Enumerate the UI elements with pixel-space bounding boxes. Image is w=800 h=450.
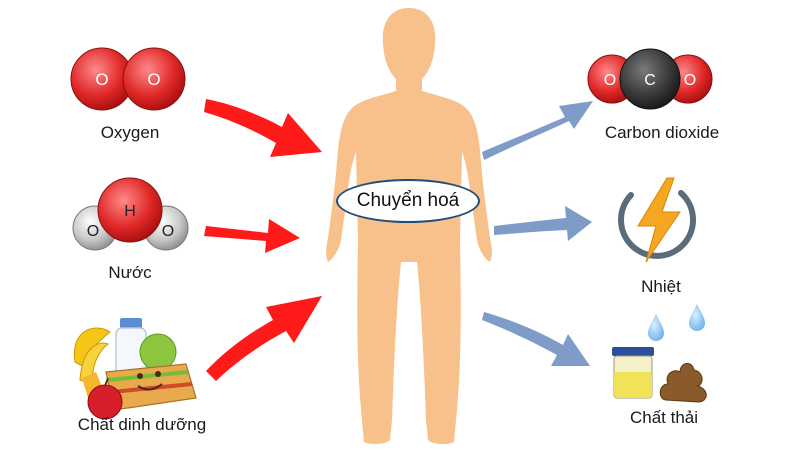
output-arrow-heat (494, 206, 592, 241)
oxygen-atom-label: O (95, 70, 108, 89)
input-label-water: Nước (108, 263, 152, 282)
human-body-silhouette (326, 8, 492, 445)
output-label-co2: Carbon dioxide (604, 123, 720, 142)
output-arrow-co2 (482, 101, 593, 160)
co2-atom-label: O (684, 72, 696, 89)
co2-atom-label: C (644, 72, 656, 89)
oxygen-atom-label: O (147, 70, 160, 89)
oxygen-molecule-icon: O O (70, 47, 186, 111)
output-arrow-waste (482, 312, 590, 366)
output-label-heat: Nhiệt (641, 277, 681, 296)
nutrients-food-icon (73, 318, 197, 420)
water-atom-label: H (124, 203, 136, 220)
input-arrow-water (204, 219, 300, 253)
input-arrow-nutrients (206, 296, 322, 381)
input-label-oxygen: Oxygen (100, 123, 160, 142)
co2-molecule-icon: O C O (587, 48, 713, 110)
water-atom-label: O (87, 223, 99, 240)
co2-atom-label: O (604, 72, 616, 89)
input-arrow-oxygen (204, 99, 322, 157)
input-label-nutrients: Chất dinh dưỡng (77, 415, 207, 434)
output-label-waste: Chất thải (629, 408, 699, 427)
waste-icon (612, 304, 707, 403)
water-molecule-icon: O H O (72, 177, 189, 251)
metabolism-label: Chuyển hoá (336, 179, 480, 223)
water-atom-label: O (162, 223, 174, 240)
lightning-bolt-icon (618, 177, 697, 263)
